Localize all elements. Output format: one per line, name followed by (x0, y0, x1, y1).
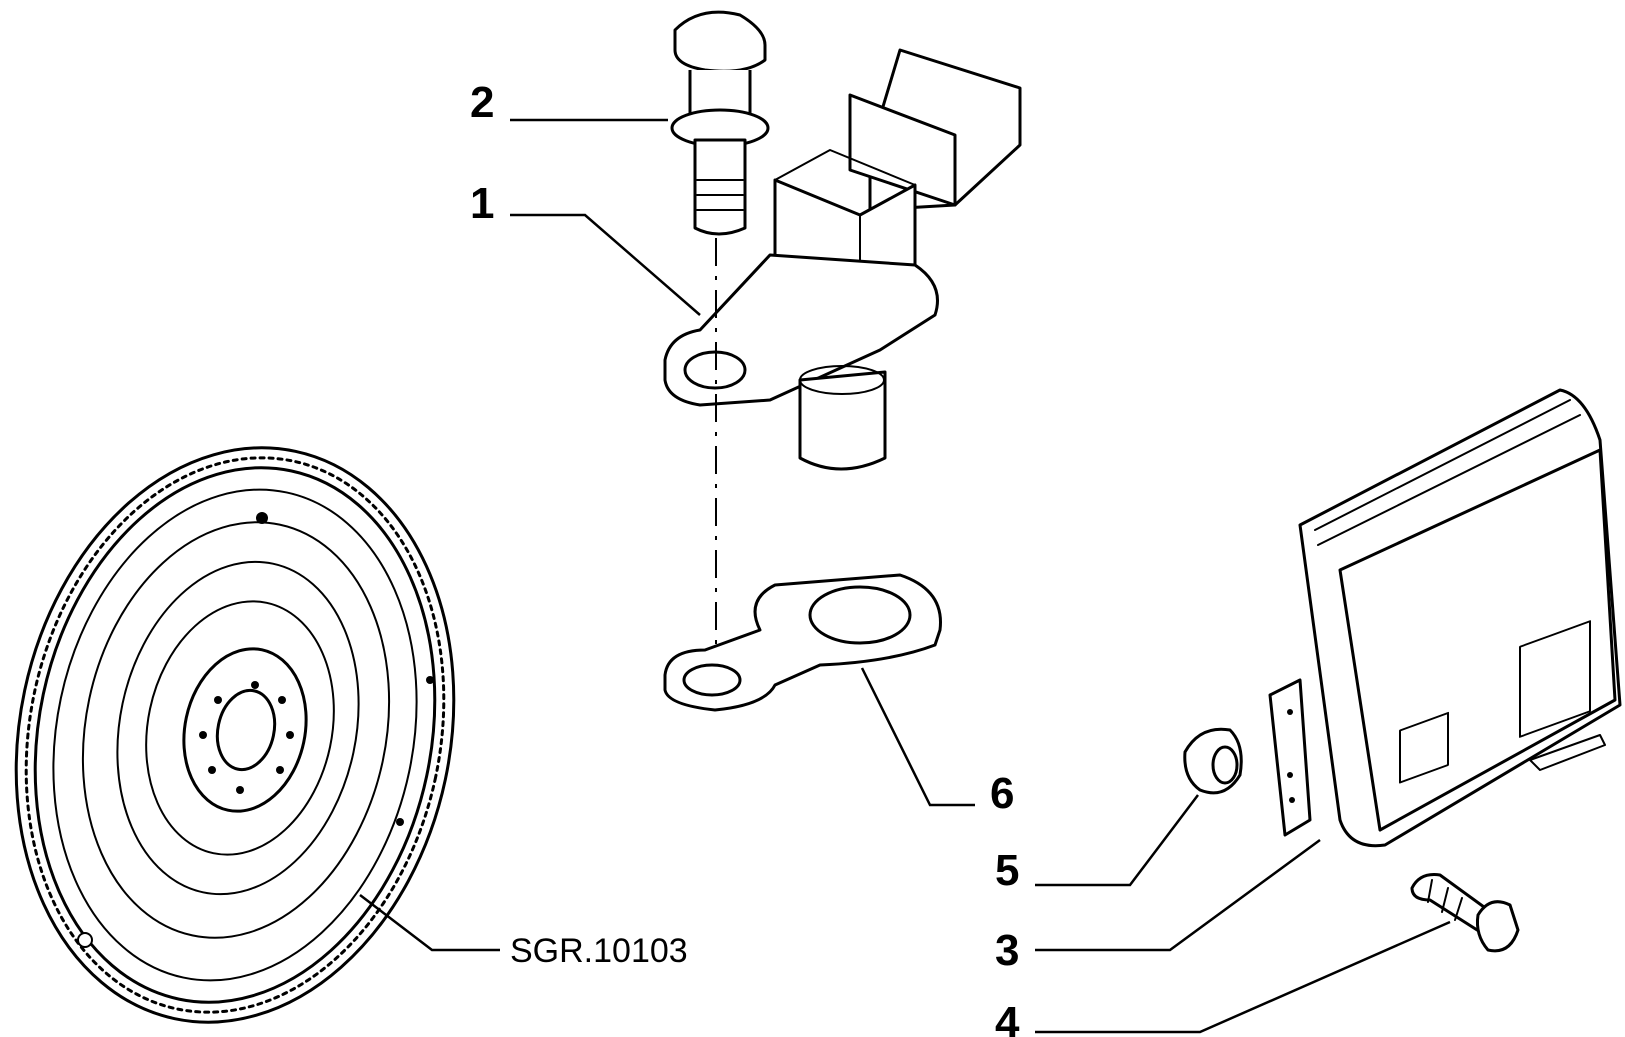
leader-lines (359, 118, 1451, 1034)
spacer-shim (663, 573, 942, 712)
nut (1183, 727, 1243, 795)
flywheel-bolt-holes (77, 512, 434, 948)
flywheel (14, 446, 456, 1024)
callout-5: 5 (995, 846, 1019, 895)
callout-1: 1 (470, 179, 494, 228)
sensor (663, 48, 1022, 471)
bolt (670, 10, 770, 236)
callout-6: 6 (990, 769, 1014, 818)
ecu-control-unit (1268, 388, 1622, 848)
reference-code: SGR.10103 (510, 932, 688, 970)
screw (1410, 873, 1520, 953)
callout-3: 3 (995, 926, 1019, 975)
callout-2: 2 (470, 78, 494, 127)
callout-4: 4 (995, 998, 1020, 1037)
